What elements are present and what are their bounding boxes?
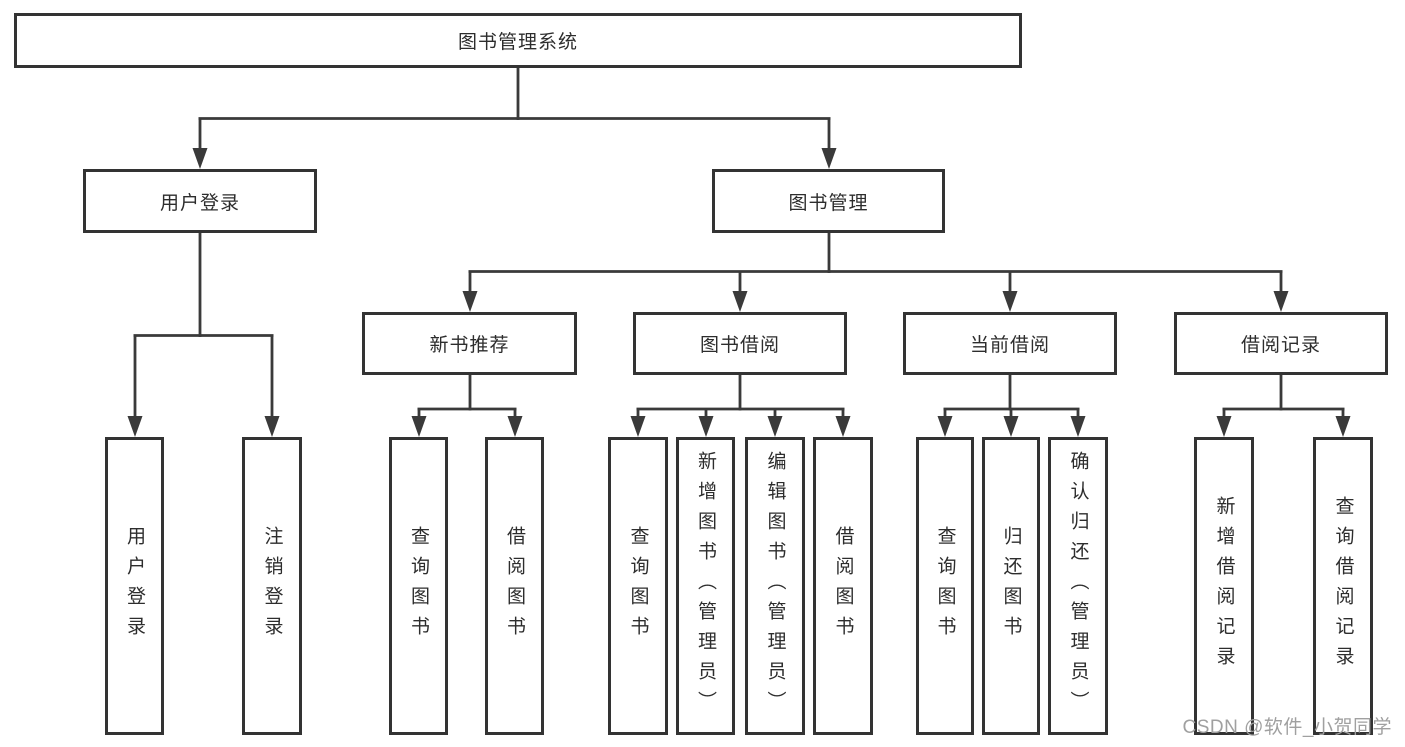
node-user-login: 用户登录 bbox=[83, 169, 317, 233]
leaf-borrow-borrow-books: 借阅图书 bbox=[813, 437, 873, 735]
watermark: CSDN @软件_小贺同学 bbox=[1182, 717, 1392, 738]
leaf-records-add-record-label: 新增借阅记录 bbox=[1213, 496, 1235, 676]
leaf-recommend-borrow-books-label: 借阅图书 bbox=[504, 526, 525, 646]
connector-lines bbox=[133, 67, 1345, 420]
node-book-borrowing: 图书借阅 bbox=[633, 312, 847, 375]
leaf-current-confirm-return-admin: 确认归还（管理员） bbox=[1048, 437, 1108, 735]
leaf-recommend-query-books-label: 查询图书 bbox=[408, 526, 429, 646]
leaf-borrow-add-books-admin-label: 新增图书（管理员） bbox=[695, 451, 716, 721]
node-library-system: 图书管理系统 bbox=[14, 13, 1022, 68]
leaf-current-confirm-return-admin-label: 确认归还（管理员） bbox=[1067, 451, 1089, 721]
connector-arrowheads bbox=[127, 148, 1351, 437]
node-book-borrowing-label: 图书借阅 bbox=[699, 335, 780, 356]
leaf-borrow-add-books-admin: 新增图书（管理员） bbox=[676, 437, 735, 735]
leaf-borrow-edit-books-admin: 编辑图书（管理员） bbox=[745, 437, 805, 735]
leaf-recommend-borrow-books: 借阅图书 bbox=[485, 437, 544, 735]
leaf-logout: 注销登录 bbox=[242, 437, 302, 735]
leaf-records-query-record: 查询借阅记录 bbox=[1313, 437, 1373, 735]
node-borrowing-records: 借阅记录 bbox=[1174, 312, 1388, 375]
leaf-recommend-query-books: 查询图书 bbox=[389, 437, 448, 735]
node-new-book-recommendation: 新书推荐 bbox=[362, 312, 577, 375]
leaf-borrow-edit-books-admin-label: 编辑图书（管理员） bbox=[764, 451, 786, 721]
leaf-borrow-query-books-label: 查询图书 bbox=[627, 526, 649, 646]
node-book-management: 图书管理 bbox=[712, 169, 945, 233]
leaf-borrow-borrow-books-label: 借阅图书 bbox=[832, 526, 854, 646]
leaf-current-return-books-label: 归还图书 bbox=[1000, 526, 1022, 646]
leaf-user-login-label: 用户登录 bbox=[124, 526, 145, 646]
leaf-records-query-record-label: 查询借阅记录 bbox=[1332, 496, 1354, 676]
leaf-borrow-query-books: 查询图书 bbox=[608, 437, 668, 735]
leaf-current-query-books: 查询图书 bbox=[916, 437, 974, 735]
node-library-system-label: 图书管理系统 bbox=[457, 32, 578, 53]
leaf-logout-label: 注销登录 bbox=[261, 526, 283, 646]
node-new-book-recommendation-label: 新书推荐 bbox=[429, 335, 510, 356]
leaf-records-add-record: 新增借阅记录 bbox=[1194, 437, 1254, 735]
node-book-management-label: 图书管理 bbox=[788, 192, 869, 214]
node-current-borrowing: 当前借阅 bbox=[903, 312, 1117, 375]
leaf-current-query-books-label: 查询图书 bbox=[934, 526, 956, 646]
leaf-user-login: 用户登录 bbox=[105, 437, 164, 735]
leaf-current-return-books: 归还图书 bbox=[982, 437, 1040, 735]
node-borrowing-records-label: 借阅记录 bbox=[1240, 335, 1321, 356]
node-current-borrowing-label: 当前借阅 bbox=[969, 335, 1050, 356]
node-user-login-label: 用户登录 bbox=[159, 192, 240, 214]
